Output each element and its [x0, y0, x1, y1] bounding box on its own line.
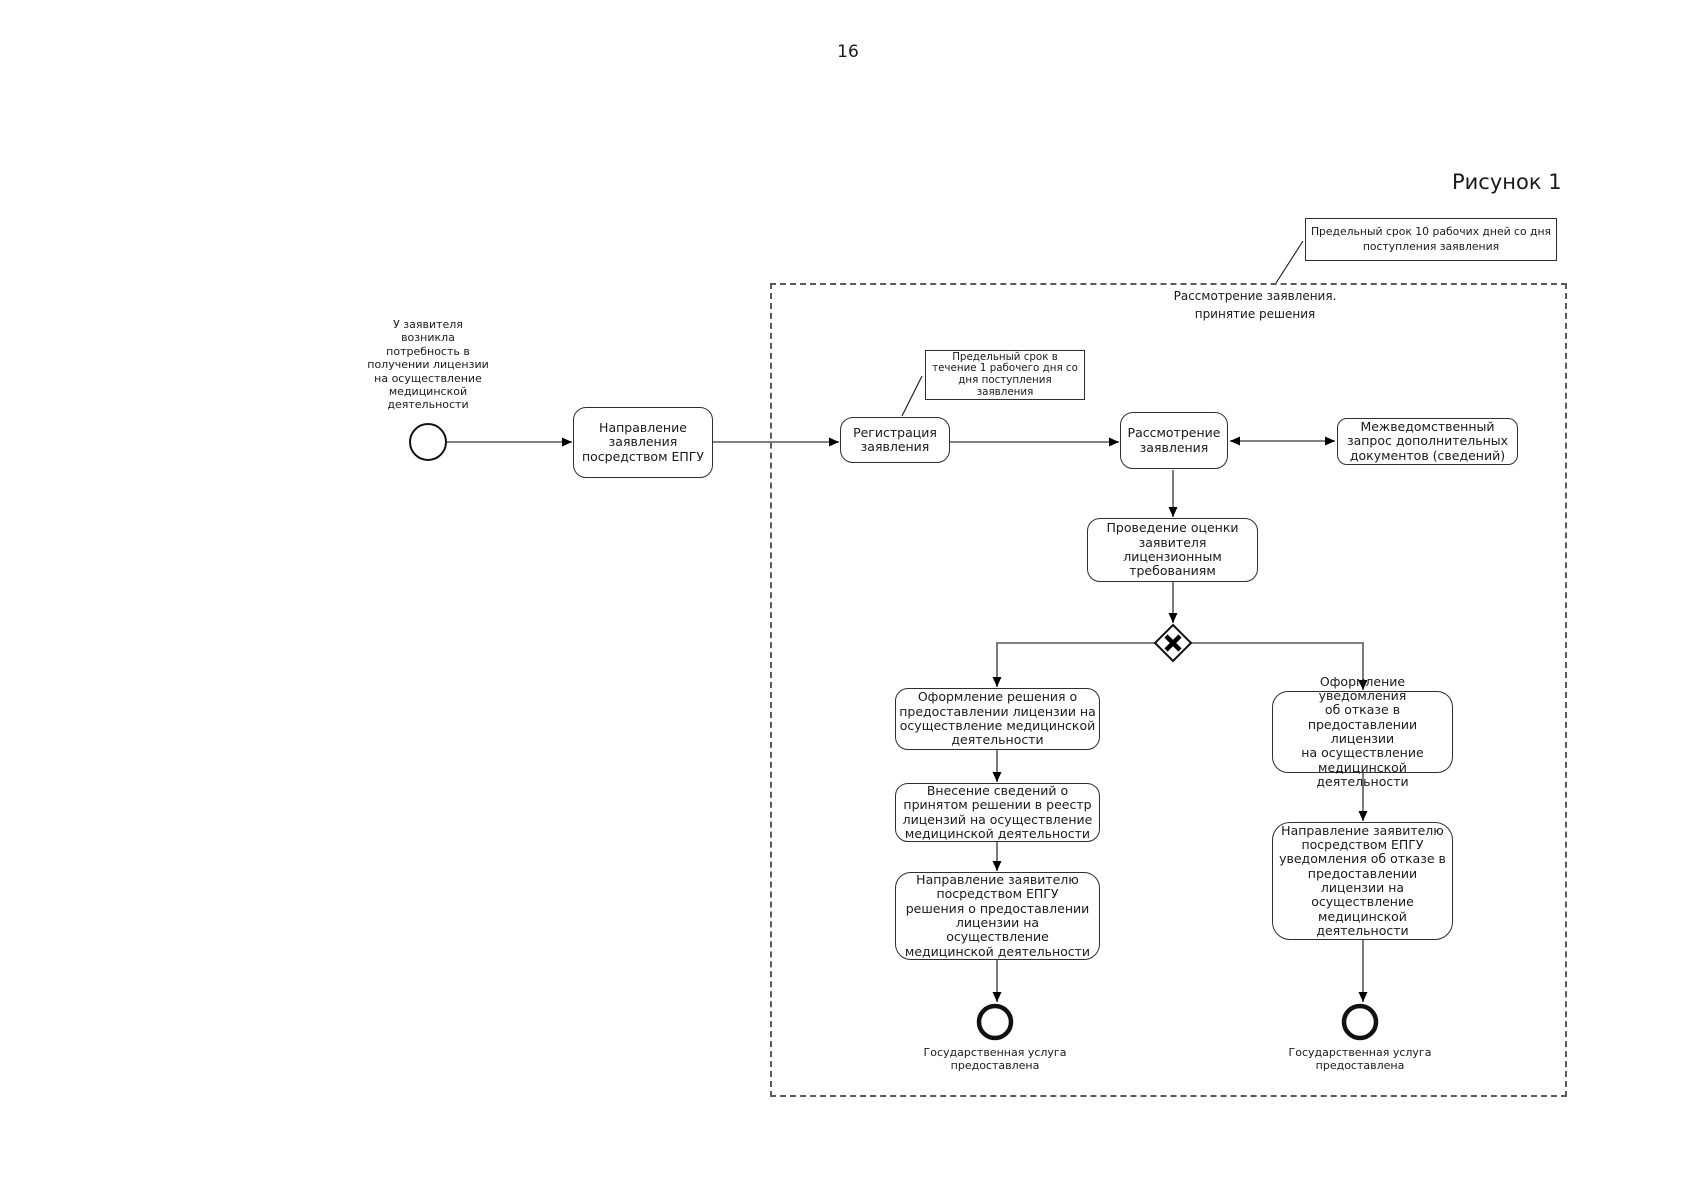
task-interagency-request: Межведомственный запрос дополнительных д…: [1337, 418, 1518, 465]
task-register-application: Регистрация заявления: [840, 417, 950, 463]
end-event-granted-label: Государственная услуга предоставлена: [923, 1046, 1067, 1073]
task-send-decision: Направление заявителю посредством ЕПГУ р…: [895, 872, 1100, 960]
end-event-granted-icon: [976, 1003, 1014, 1041]
start-event-icon: [409, 423, 447, 461]
annotation-connector-1-day: [901, 375, 923, 417]
figure-caption: Рисунок 1: [1452, 170, 1562, 194]
annotation-connector-10-days: [1275, 240, 1304, 284]
gateway-x-mark: [1164, 634, 1182, 652]
task-issue-decision: Оформление решения о предоставлении лице…: [895, 688, 1100, 750]
task-assess-applicant: Проведение оценки заявителя лицензионным…: [1087, 518, 1258, 582]
page-number: 16: [837, 42, 859, 62]
subprocess-boundary: [770, 283, 1567, 1097]
start-event-label: У заявителя возникла потребность в получ…: [367, 318, 489, 412]
end-event-refused-label: Государственная услуга предоставлена: [1288, 1046, 1432, 1073]
annotation-deadline-10-days: Предельный срок 10 рабочих дней со дня п…: [1305, 218, 1557, 261]
task-send-refusal: Направление заявителю посредством ЕПГУ у…: [1272, 822, 1453, 940]
annotation-deadline-1-day: Предельный срок в течение 1 рабочего дня…: [925, 350, 1085, 400]
task-review-application: Рассмотрение заявления: [1120, 412, 1228, 469]
task-send-application: Направление заявления посредством ЕПГУ: [573, 407, 713, 478]
task-issue-refusal: Оформление уведомления об отказе в предо…: [1272, 674, 1453, 789]
flow-gateway-to-issue-decision: [992, 642, 1155, 687]
end-event-refused-icon: [1341, 1003, 1379, 1041]
subprocess-label: Рассмотрение заявления. принятие решения: [1173, 289, 1337, 321]
task-register-decision: Внесение сведений о принятом решении в р…: [895, 783, 1100, 842]
flow-gateway-to-issue-refusal: [1191, 642, 1368, 690]
